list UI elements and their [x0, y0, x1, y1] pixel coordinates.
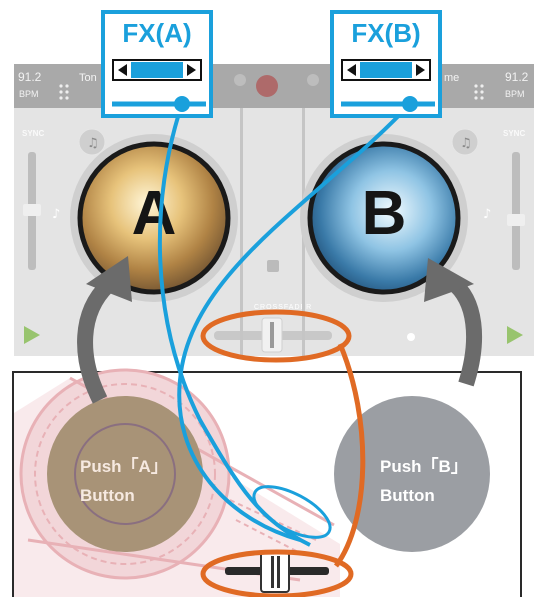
deck-a-platter-outline — [77, 141, 231, 295]
fx-knob-highlight — [252, 485, 332, 539]
deck-a-sync-label: SYNC — [22, 129, 45, 138]
info-dot-icon — [307, 74, 319, 86]
app-crossfader-highlight — [200, 309, 352, 363]
fx-a-next-arrow-icon[interactable] — [187, 64, 196, 76]
deck-a-bpm-label: BPM — [19, 89, 39, 99]
push-a-arrow-head — [86, 256, 132, 302]
deck-a-music-knob — [78, 128, 106, 156]
push-a-label-line2: Button — [80, 486, 135, 505]
deck-a-play-icon — [24, 326, 40, 344]
deck-b-cue-dot-icon — [407, 333, 415, 341]
deck-b-letter: B — [361, 179, 407, 248]
deck-b-bpm-value: 91.2 — [505, 70, 529, 84]
fx-a-prev-arrow-icon[interactable] — [118, 64, 127, 76]
fx-a-title: FX(A) — [122, 18, 192, 48]
deck-b-music-knob — [451, 128, 479, 156]
deck-a-letter: A — [131, 179, 177, 248]
settings-dot-icon — [234, 74, 246, 86]
fx-a-slider-knob[interactable] — [174, 96, 190, 112]
record-button-icon — [256, 75, 278, 97]
jog-wheel-ring — [34, 383, 216, 565]
deck-a-bpm-value: 91.2 — [18, 70, 42, 84]
deck-b-bpm-label: BPM — [505, 89, 525, 99]
deck-a-music-note-icon: ♫ — [87, 136, 99, 151]
fx-b-next-arrow-icon[interactable] — [416, 64, 425, 76]
deck-b-artwork — [310, 144, 458, 292]
deck-b-sync-label: SYNC — [503, 129, 526, 138]
deck-b-music-note-icon: ♫ — [460, 136, 472, 151]
push-a-label-line1: Push「A」 — [80, 457, 168, 476]
crossfader-label: CROSSFADER — [254, 304, 313, 311]
deck-b-pitch-handle — [507, 214, 525, 226]
deck-b-pitch-slider — [512, 152, 520, 270]
fx-a-selector-value — [131, 62, 183, 78]
fx-b-prev-arrow-icon[interactable] — [347, 64, 356, 76]
fx-b-slider-knob[interactable] — [402, 96, 418, 112]
push-a-arrow — [77, 279, 114, 404]
crossfader-connector-line — [333, 343, 366, 568]
hardware-crossfader-highlight — [200, 549, 354, 597]
deck-a-track-title: Ton — [79, 72, 97, 84]
push-b-label-line2: Button — [380, 486, 435, 505]
fx-b-connector-line — [177, 102, 412, 542]
mixer-grid-icon — [267, 260, 279, 272]
deck-a-note-icon: ♪ — [52, 207, 60, 222]
deck-b-play-icon — [507, 326, 523, 344]
deck-a-pitch-handle — [23, 204, 41, 216]
deck-b-note-icon: ♪ — [483, 207, 491, 222]
grid-dots-icon — [59, 84, 484, 100]
push-a-button[interactable] — [47, 396, 203, 552]
deck-a-artwork — [80, 144, 228, 292]
fx-b-title: FX(B) — [351, 18, 421, 48]
deck-b-track-title: me — [444, 72, 460, 84]
push-b-button[interactable] — [334, 396, 490, 552]
fx-b-selector-value — [360, 62, 412, 78]
deck-b-platter-outline — [307, 141, 461, 295]
push-b-label-line1: Push「B」 — [380, 457, 468, 476]
push-b-arrow-head — [424, 258, 474, 302]
